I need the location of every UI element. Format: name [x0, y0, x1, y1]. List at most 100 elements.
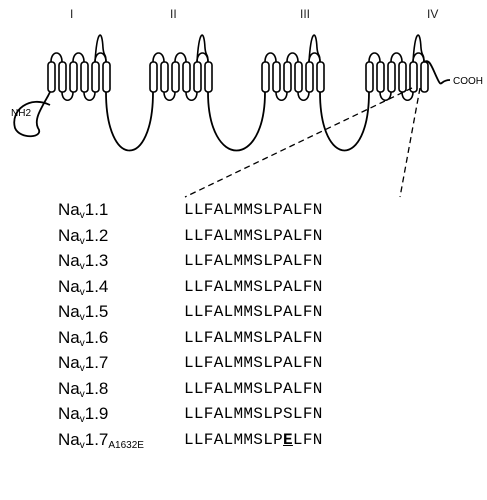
alignment-row: Nav1.1 LLFALMMSLPALFN: [58, 200, 478, 226]
isoform-label: Nav1.9: [58, 404, 108, 425]
sequence: LLFALMMSLPALFN: [184, 303, 323, 321]
transmembrane-helix: [261, 61, 270, 93]
pore-loop: [412, 34, 425, 63]
isoform-subscript: v: [79, 210, 85, 221]
alignment-row: Nav1.6 LLFALMMSLPALFN: [58, 328, 478, 354]
transmembrane-helix: [376, 61, 385, 93]
sequence-segment: LLFALMMSLPALFN: [184, 303, 323, 321]
isoform-name: Na: [58, 404, 80, 423]
extracellular-loop: [286, 52, 299, 63]
isoform-label: Nav1.6: [58, 328, 108, 349]
alignment-row: Nav1.7A1632E LLFALMMSLPELFN: [58, 430, 478, 456]
isoform-label: Nav1.3: [58, 251, 108, 272]
callout-line-left: [184, 87, 413, 198]
domain-label-iii: III: [300, 7, 311, 21]
isoform-label: Nav1.7A1632E: [58, 430, 144, 451]
isoform-number: 1.7: [84, 429, 109, 449]
sequence: LLFALMMSLPALFN: [184, 201, 323, 219]
transmembrane-helix: [305, 61, 314, 93]
intracellular-loop: [61, 91, 74, 102]
transmembrane-helix: [204, 61, 213, 93]
isoform-subscript: v: [79, 261, 85, 272]
sequence: LLFALMMSLPELFN: [184, 431, 323, 449]
extracellular-loop: [50, 52, 63, 63]
sequence-segment: LLFALMMSLPALFN: [184, 201, 323, 219]
isoform-label: Nav1.5: [58, 302, 108, 323]
transmembrane-helix: [171, 61, 180, 93]
isoform-name: Na: [58, 200, 80, 219]
transmembrane-helix: [365, 61, 374, 93]
sequence-segment: LLFALMMSLPALFN: [184, 379, 323, 398]
transmembrane-helix: [387, 61, 396, 93]
transmembrane-helix: [420, 61, 429, 93]
isoform-name: Na: [58, 225, 80, 245]
alignment-row: Nav1.9 LLFALMMSLPSLFN: [58, 404, 478, 430]
sequence-segment: LLFALMMSLPALFN: [184, 354, 323, 372]
isoform-label: Nav1.2: [58, 226, 108, 247]
alignment-row: Nav1.3 LLFALMMSLPALFN: [58, 251, 478, 277]
isoform-subscript: v: [79, 286, 85, 298]
transmembrane-helix: [149, 61, 158, 93]
isoform-number: 1.3: [84, 251, 109, 270]
isoform-number: 1.9: [84, 404, 109, 423]
alignment-row: Nav1.7 LLFALMMSLPALFN: [58, 353, 478, 379]
transmembrane-helix: [294, 61, 303, 93]
sequence: LLFALMMSLPALFN: [184, 227, 323, 245]
intracellular-loop: [163, 91, 176, 102]
transmembrane-helix: [182, 61, 191, 93]
isoform-name: Na: [58, 378, 80, 398]
pore-loop: [196, 34, 209, 63]
extracellular-loop: [152, 52, 165, 63]
transmembrane-helix: [283, 61, 292, 93]
intracellular-loop: [297, 91, 310, 102]
isoform-label: Nav1.4: [58, 277, 108, 298]
isoform-number: 1.2: [84, 225, 109, 245]
domain-label-iv: IV: [427, 7, 439, 21]
isoform-label: Nav1.8: [58, 379, 108, 400]
callout-line-right: [399, 87, 421, 198]
isoform-name: Na: [58, 327, 80, 347]
isoform-label: Nav1.7: [58, 353, 108, 374]
isoform-label: Nav1.1: [58, 200, 108, 221]
isoform-name: Na: [58, 302, 80, 321]
domain-linker: [105, 91, 154, 152]
c-terminus-label: COOH: [453, 76, 483, 87]
sequence: LLFALMMSLPSLFN: [184, 405, 323, 423]
isoform-number: 1.1: [84, 200, 109, 219]
intracellular-loop: [83, 91, 96, 102]
sequence-segment: LFN: [292, 430, 323, 449]
pore-loop: [308, 34, 321, 63]
mutated-residue: E: [283, 430, 293, 449]
isoform-subscript: v: [79, 312, 85, 323]
sequence-segment: LLFALMMSLPALFN: [184, 252, 323, 270]
intracellular-loop: [401, 91, 414, 102]
c-terminal-tail: [423, 60, 451, 85]
transmembrane-helix: [398, 61, 407, 93]
sequence-segment: LLFALMMSLPALFN: [184, 226, 323, 245]
domain-label-i: I: [70, 7, 74, 21]
sequence-segment: LLFALMMSLPALFN: [184, 277, 323, 296]
domain-label-ii: II: [170, 7, 177, 21]
transmembrane-helix: [316, 61, 325, 93]
transmembrane-helix: [80, 61, 89, 93]
sequence-segment: LLFALMMSLPALFN: [184, 328, 323, 347]
isoform-name: Na: [58, 429, 80, 449]
isoform-subscript: v: [79, 235, 85, 247]
alignment-row: Nav1.5 LLFALMMSLPALFN: [58, 302, 478, 328]
transmembrane-helix: [58, 61, 67, 93]
transmembrane-helix: [69, 61, 78, 93]
alignment-row: Nav1.4 LLFALMMSLPALFN: [58, 277, 478, 303]
isoform-subscript: v: [79, 388, 85, 400]
transmembrane-helix: [102, 61, 111, 93]
isoform-number: 1.7: [84, 353, 109, 372]
pore-loop: [94, 34, 107, 63]
n-terminal-tail: [13, 91, 51, 138]
sequence: LLFALMMSLPALFN: [184, 329, 323, 347]
transmembrane-helix: [47, 61, 56, 93]
isoform-name: Na: [58, 276, 80, 296]
n-terminus-label: NH2: [11, 108, 32, 119]
isoform-subscript: v: [79, 337, 85, 349]
isoform-subscript: v: [79, 414, 85, 425]
